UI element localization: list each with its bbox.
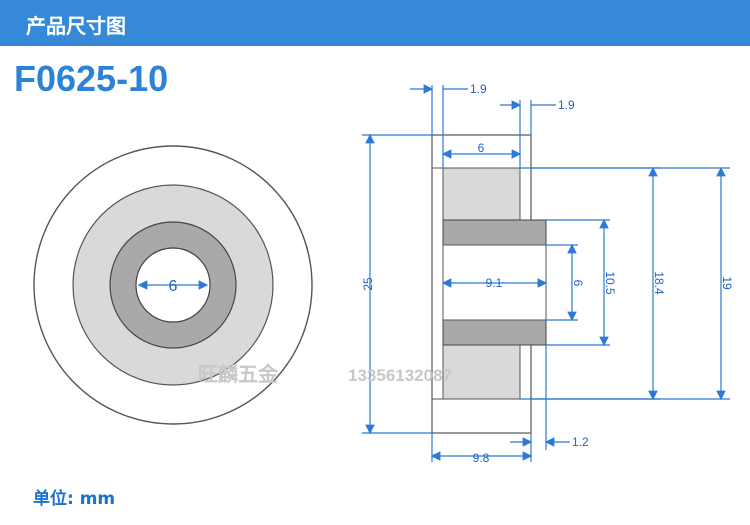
watermark-name: 旺麟五金 (198, 362, 279, 386)
hub-bar-bottom (442, 319, 547, 346)
dim-hub-width: 6 (478, 141, 485, 155)
header-bar: 产品尺寸图 (0, 0, 750, 46)
dim-overall-width: 9.8 (473, 451, 490, 465)
header-title: 产品尺寸图 (26, 14, 126, 38)
bore-label: 6 (169, 278, 178, 295)
dim-top-left-flange: 1.9 (470, 82, 487, 96)
side-view: 1.9 1.9 6 25 9.1 6 10.5 18.4 (361, 82, 734, 465)
dim-bore: 6 (571, 280, 585, 287)
dim-top-right-flange: 1.9 (558, 98, 575, 112)
dim-groove-diameter: 18.4 (652, 271, 666, 295)
front-view: 6 (33, 145, 313, 425)
dim-bore-outer: 10.5 (603, 271, 617, 295)
dim-flange-diameter: 19 (720, 276, 734, 290)
watermark-phone: 13356132087 (348, 366, 452, 385)
dim-inner-length: 9.1 (486, 276, 503, 290)
hub-bar-top (442, 219, 547, 246)
model-number: F0625-10 (14, 58, 169, 99)
dim-right-offset: 1.2 (572, 435, 589, 449)
unit-label: 单位: mm (33, 489, 116, 509)
dim-outer-diameter: 25 (361, 277, 375, 291)
